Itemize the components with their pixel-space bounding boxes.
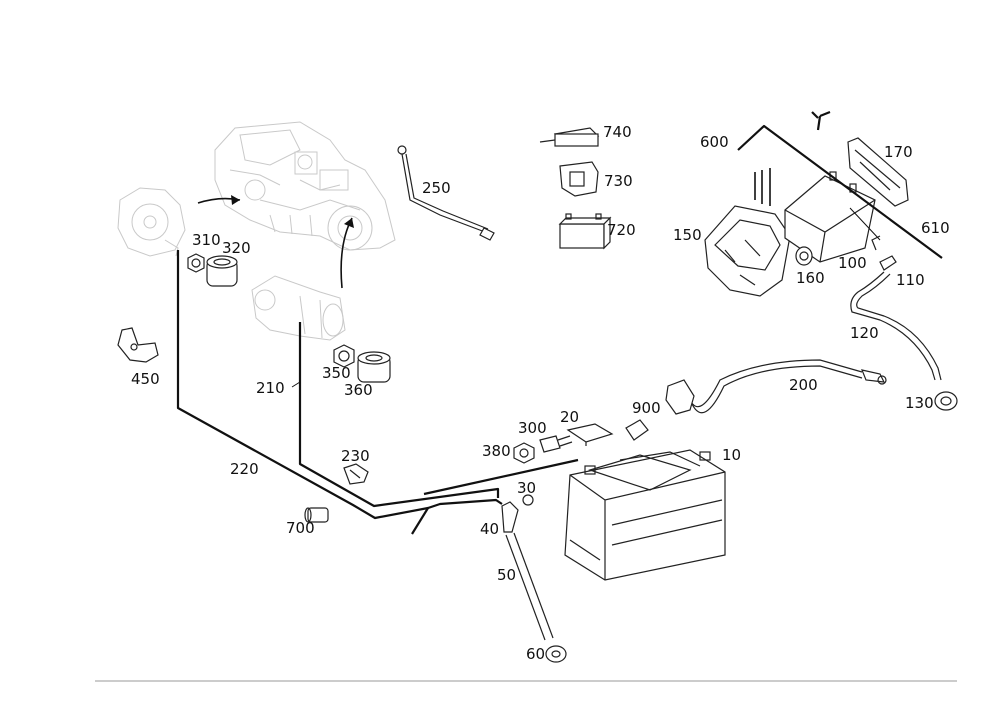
engine-assembly-ghost bbox=[214, 121, 396, 251]
part-60-grommet bbox=[545, 645, 567, 663]
label-150: 150 bbox=[673, 226, 702, 244]
part-250-ground-strap bbox=[397, 145, 495, 241]
part-360-cap bbox=[357, 351, 391, 383]
part-100-battery-aux bbox=[784, 171, 876, 263]
part-700-sleeve bbox=[304, 507, 329, 523]
alternator-ghost bbox=[117, 187, 186, 257]
label-310: 310 bbox=[192, 231, 221, 249]
part-10-main-battery bbox=[564, 449, 726, 581]
part-110-connector bbox=[871, 235, 897, 271]
part-900-clip bbox=[625, 419, 649, 441]
part-310-nut bbox=[187, 253, 205, 273]
label-740: 740 bbox=[603, 123, 632, 141]
label-300: 300 bbox=[518, 419, 547, 437]
label-730: 730 bbox=[604, 172, 633, 190]
label-160: 160 bbox=[796, 269, 825, 287]
label-320: 320 bbox=[222, 239, 251, 257]
label-200: 200 bbox=[789, 376, 818, 394]
label-900: 900 bbox=[632, 399, 661, 417]
label-170: 170 bbox=[884, 143, 913, 161]
starter-motor-ghost bbox=[251, 275, 346, 341]
label-220: 220 bbox=[230, 460, 259, 478]
label-600: 600 bbox=[700, 133, 729, 151]
part-50-vent-tube bbox=[505, 532, 554, 641]
part-380-nut bbox=[513, 442, 535, 464]
label-350: 350 bbox=[322, 364, 351, 382]
label-380: 380 bbox=[482, 442, 511, 460]
engine-mount-arrows bbox=[197, 195, 354, 289]
part-120-hose bbox=[850, 271, 942, 381]
part-160-vent bbox=[795, 246, 813, 266]
label-40: 40 bbox=[480, 520, 499, 538]
label-610: 610 bbox=[921, 219, 950, 237]
part-230-clamp bbox=[343, 463, 369, 485]
label-360: 360 bbox=[344, 381, 373, 399]
label-10: 10 bbox=[722, 446, 741, 464]
part-320-cap bbox=[206, 255, 238, 287]
part-30-plug bbox=[522, 494, 534, 506]
part-40-elbow bbox=[501, 501, 519, 533]
part-20-terminal-cover bbox=[566, 423, 614, 446]
label-230: 230 bbox=[341, 447, 370, 465]
part-200-cable bbox=[665, 359, 887, 415]
part-450-bracket bbox=[117, 327, 159, 363]
callout-labels: 10 20 30 40 50 60 100 110 120 130 150 16… bbox=[131, 123, 950, 663]
label-210: 210 bbox=[256, 379, 285, 397]
wiring-harness-top-right bbox=[737, 110, 943, 259]
part-130-grommet bbox=[934, 391, 958, 411]
label-720: 720 bbox=[607, 221, 636, 239]
label-60: 60 bbox=[526, 645, 545, 663]
label-20: 20 bbox=[560, 408, 579, 426]
label-110: 110 bbox=[896, 271, 925, 289]
label-250: 250 bbox=[422, 179, 451, 197]
battery-cables bbox=[176, 250, 579, 535]
part-300-bolt bbox=[539, 435, 573, 453]
label-450: 450 bbox=[131, 370, 160, 388]
label-100: 100 bbox=[838, 254, 867, 272]
part-150-battery-tray bbox=[704, 205, 791, 297]
label-130: 130 bbox=[905, 394, 934, 412]
label-30: 30 bbox=[517, 479, 536, 497]
label-700: 700 bbox=[286, 519, 315, 537]
part-720-aux-battery bbox=[558, 213, 612, 250]
label-50: 50 bbox=[497, 566, 516, 584]
label-120: 120 bbox=[850, 324, 879, 342]
part-740-fuse-holder bbox=[539, 127, 600, 147]
part-170-cover bbox=[847, 137, 909, 207]
part-350-nut bbox=[333, 344, 355, 368]
part-730-relay-box bbox=[559, 161, 599, 197]
